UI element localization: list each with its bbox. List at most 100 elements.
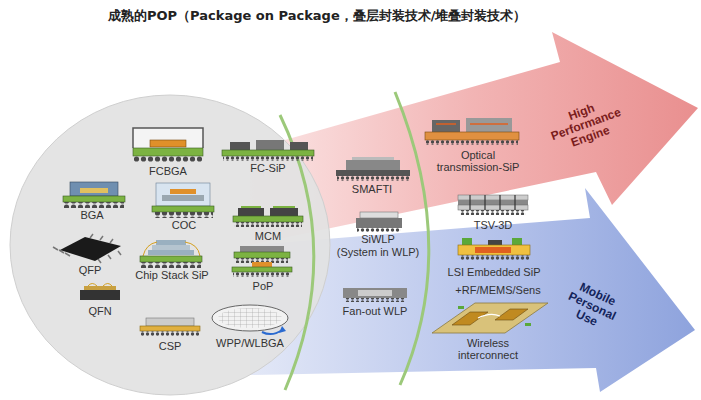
wpp-wlbga-figure-part [218, 308, 282, 328]
package-name: +RF/MEMS/Sens [455, 284, 540, 297]
fan-out-wlp-figure-part [358, 290, 392, 296]
fc-sip-figure-part [256, 140, 284, 150]
fc-sip-figure-part [230, 142, 250, 150]
package-name: BGA [80, 209, 103, 222]
optical-sip-figure-part [425, 132, 519, 140]
fcbga-figure-part [150, 140, 186, 147]
fc-sip-figure-part [290, 142, 308, 150]
csp-figure-part [141, 331, 199, 336]
fc-sip-figure [222, 140, 314, 161]
bga-figure [63, 182, 125, 208]
optical-sip-figure-part [426, 140, 518, 145]
mcm-figure-part [241, 206, 261, 208]
smafti-figure-part [337, 176, 409, 181]
era-divider-arc [395, 92, 429, 385]
chip-stack-sip-figure-part [141, 262, 201, 268]
wireless-interconnect-figure-part [478, 314, 500, 318]
package-name: PoP [253, 280, 274, 293]
siwlp-figure-part [356, 218, 402, 228]
fcbga-figure-part [133, 128, 203, 148]
qfn-figure [80, 284, 120, 301]
mcm-figure-part [234, 222, 302, 227]
tsv-3d-figure [458, 195, 528, 215]
coc-figure-part [170, 189, 196, 194]
package-name: CSP [159, 340, 182, 353]
pop-figure-part [233, 272, 291, 277]
bga-figure-part [63, 196, 125, 202]
fan-out-wlp-figure-part [343, 288, 407, 298]
qfp-figure [53, 234, 121, 263]
wireless-interconnect-figure-part [525, 323, 531, 326]
qfp-figure-part [53, 234, 121, 263]
package-name: SiWLP [361, 233, 395, 246]
bga-figure-part [80, 188, 108, 193]
smafti-figure-part [336, 170, 410, 176]
package-name: SMAFTI [352, 183, 392, 196]
chip-stack-sip-figure [140, 240, 202, 268]
bga-figure-part [70, 182, 118, 196]
lsi-embedded-sip-figure-part [488, 240, 502, 245]
coc-figure-part [153, 212, 213, 218]
fc-sip-figure-part [222, 150, 314, 156]
qfn-figure-part [80, 290, 120, 300]
optical-sip-figure-part [432, 120, 460, 132]
csp-figure [140, 318, 200, 336]
tsv-3d-figure-part [458, 195, 528, 200]
mcm-figure [233, 206, 303, 227]
package-name: LSI Embedded SiP [448, 266, 541, 279]
package-name: MCM [255, 230, 281, 243]
package-name: WPP/WLBGA [216, 337, 284, 350]
package-name: TSV-3D [474, 219, 513, 232]
pop-figure-part [240, 246, 284, 252]
package-name: Wireless [467, 337, 509, 350]
tsv-3d-figure-part [458, 200, 528, 205]
wpp-wlbga-figure [212, 305, 288, 334]
mcm-figure-part [270, 208, 298, 216]
wireless-interconnect-figure-part [495, 309, 528, 320]
optical-sip-figure-part [436, 123, 508, 125]
bga-figure-part [64, 202, 124, 208]
lsi-embedded-sip-figure-part [462, 238, 472, 245]
package-name: interconnect [458, 349, 518, 362]
csp-figure-part [146, 318, 194, 326]
package-name: QFN [88, 305, 111, 318]
chip-stack-sip-figure-part [143, 242, 200, 256]
lsi-embedded-sip-figure-part [512, 238, 522, 245]
package-name: COC [172, 219, 196, 232]
tsv-3d-figure-part [458, 205, 528, 210]
coc-figure [152, 183, 214, 218]
package-name: (System in WLP) [337, 246, 420, 259]
pop-figure-part [232, 267, 292, 272]
optical-sip-figure-part [466, 118, 512, 132]
lsi-embedded-sip-figure-part [459, 255, 529, 260]
package-name: Fan-out WLP [343, 305, 408, 318]
lsi-embedded-sip-figure-part [458, 245, 530, 255]
coc-figure-part [152, 206, 214, 212]
siwlp-figure-part [357, 228, 401, 232]
wireless-interconnect-figure-part [432, 303, 548, 333]
lsi-embedded-sip-figure [458, 238, 530, 260]
fan-out-wlp-figure-part [345, 298, 405, 302]
package-name: Chip Stack SiP [135, 269, 208, 282]
chip-stack-sip-figure-part [148, 250, 194, 255]
pop-figure-part [252, 262, 272, 267]
smafti-figure-part [352, 157, 394, 160]
wpp-wlbga-figure-part [279, 326, 286, 333]
coc-figure-part [162, 195, 204, 201]
mcm-figure-part [273, 206, 295, 208]
wpp-wlbga-figure-part [212, 305, 288, 331]
smafti-figure-part [346, 160, 400, 170]
optical-sip-figure [425, 118, 519, 145]
wireless-interconnect-figure [432, 303, 548, 333]
diagram-title: 成熟的POP（Package on Package，叠层封装技术/堆叠封装技术） [108, 7, 527, 25]
wpp-wlbga-figure-part [262, 330, 282, 334]
mcm-figure-part [238, 208, 264, 216]
mcm-figure-part [233, 216, 303, 222]
siwlp-figure-part [360, 212, 398, 218]
qfn-figure-part [84, 286, 116, 290]
chip-stack-sip-figure-part [152, 245, 190, 250]
chip-stack-sip-figure-part [140, 256, 202, 262]
mature-package-circle [10, 95, 330, 395]
lsi-embedded-sip-figure-part [475, 247, 511, 253]
